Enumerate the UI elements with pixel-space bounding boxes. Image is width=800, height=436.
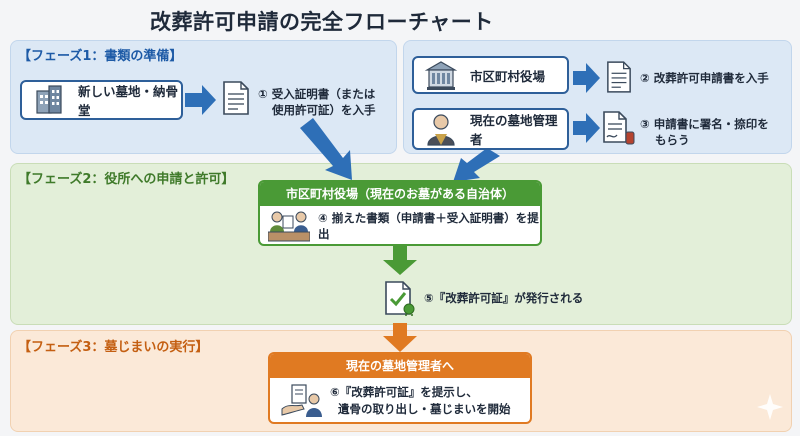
sparkle-icon xyxy=(757,394,783,420)
office-submission-box: 市区町村役場（現在のお墓がある自治体） ④ 揃えた書類（申請書＋受入証明書）を提… xyxy=(258,180,542,246)
arrow-permit-to-manager xyxy=(383,323,417,352)
city-office-label: 市区町村役場 xyxy=(470,68,546,84)
city-hall-icon xyxy=(424,61,458,90)
arrow-office-to-doc xyxy=(573,63,600,93)
step5-text: ⑤『改葬許可証』が発行される xyxy=(424,291,584,305)
form-document-icon xyxy=(607,61,631,93)
step3-text-line2: もらう xyxy=(655,133,690,147)
phase3-label: 【フェーズ3：墓じまいの実行】 xyxy=(18,340,209,355)
step1-text-line2: 使用許可証）を入手 xyxy=(272,103,376,117)
step4-text: ④ 揃えた書類（申請書＋受入証明書）を提出 xyxy=(318,211,539,241)
signed-document-icon xyxy=(603,111,635,145)
monk-icon xyxy=(427,114,455,146)
grave-removal-box: 現在の墓地管理者へ ⑥『改葬許可証』を提示し、 遺骨の取り出し・墓じまいを開始 xyxy=(268,352,532,424)
page-title: 改葬許可申請の完全フローチャート xyxy=(150,10,494,34)
new-grave-label: 新しい墓地・納骨堂 xyxy=(78,84,179,118)
phase2-label: 【フェーズ2：役所への申請と許可】 xyxy=(18,172,235,187)
city-office-card: 市区町村役場 xyxy=(412,56,569,94)
current-manager-card: 現在の墓地管理者 xyxy=(412,108,569,150)
arrow-step1-to-office xyxy=(300,118,352,180)
step6-text-line2: 遺骨の取り出し・墓じまいを開始 xyxy=(338,402,511,416)
phase1-label: 【フェーズ1：書類の準備】 xyxy=(18,49,183,64)
new-grave-card: 新しい墓地・納骨堂 xyxy=(20,80,183,120)
counter-submission-icon xyxy=(268,211,310,242)
current-manager-label: 現在の墓地管理者 xyxy=(470,113,558,147)
step3-text-line1: ③ 申請書に署名・捺印を xyxy=(640,117,769,131)
building-icon xyxy=(36,85,62,114)
document-icon xyxy=(223,81,249,115)
present-permit-icon xyxy=(281,384,322,417)
arrow-new-grave-to-doc xyxy=(185,85,216,115)
office-box-header: 市区町村役場（現在のお墓がある自治体） xyxy=(260,182,540,206)
step2-text: ② 改葬許可申請書を入手 xyxy=(640,71,769,85)
arrow-manager-to-doc xyxy=(573,113,600,143)
manager-box-header: 現在の墓地管理者へ xyxy=(270,354,530,378)
step6-text-line1: ⑥『改葬許可証』を提示し、 xyxy=(330,385,478,399)
arrow-manager-to-office xyxy=(453,148,500,182)
arrow-office-to-permit xyxy=(383,246,417,275)
approved-permit-icon xyxy=(385,281,415,316)
step1-text-line1: ① 受入証明書（または xyxy=(258,87,376,101)
